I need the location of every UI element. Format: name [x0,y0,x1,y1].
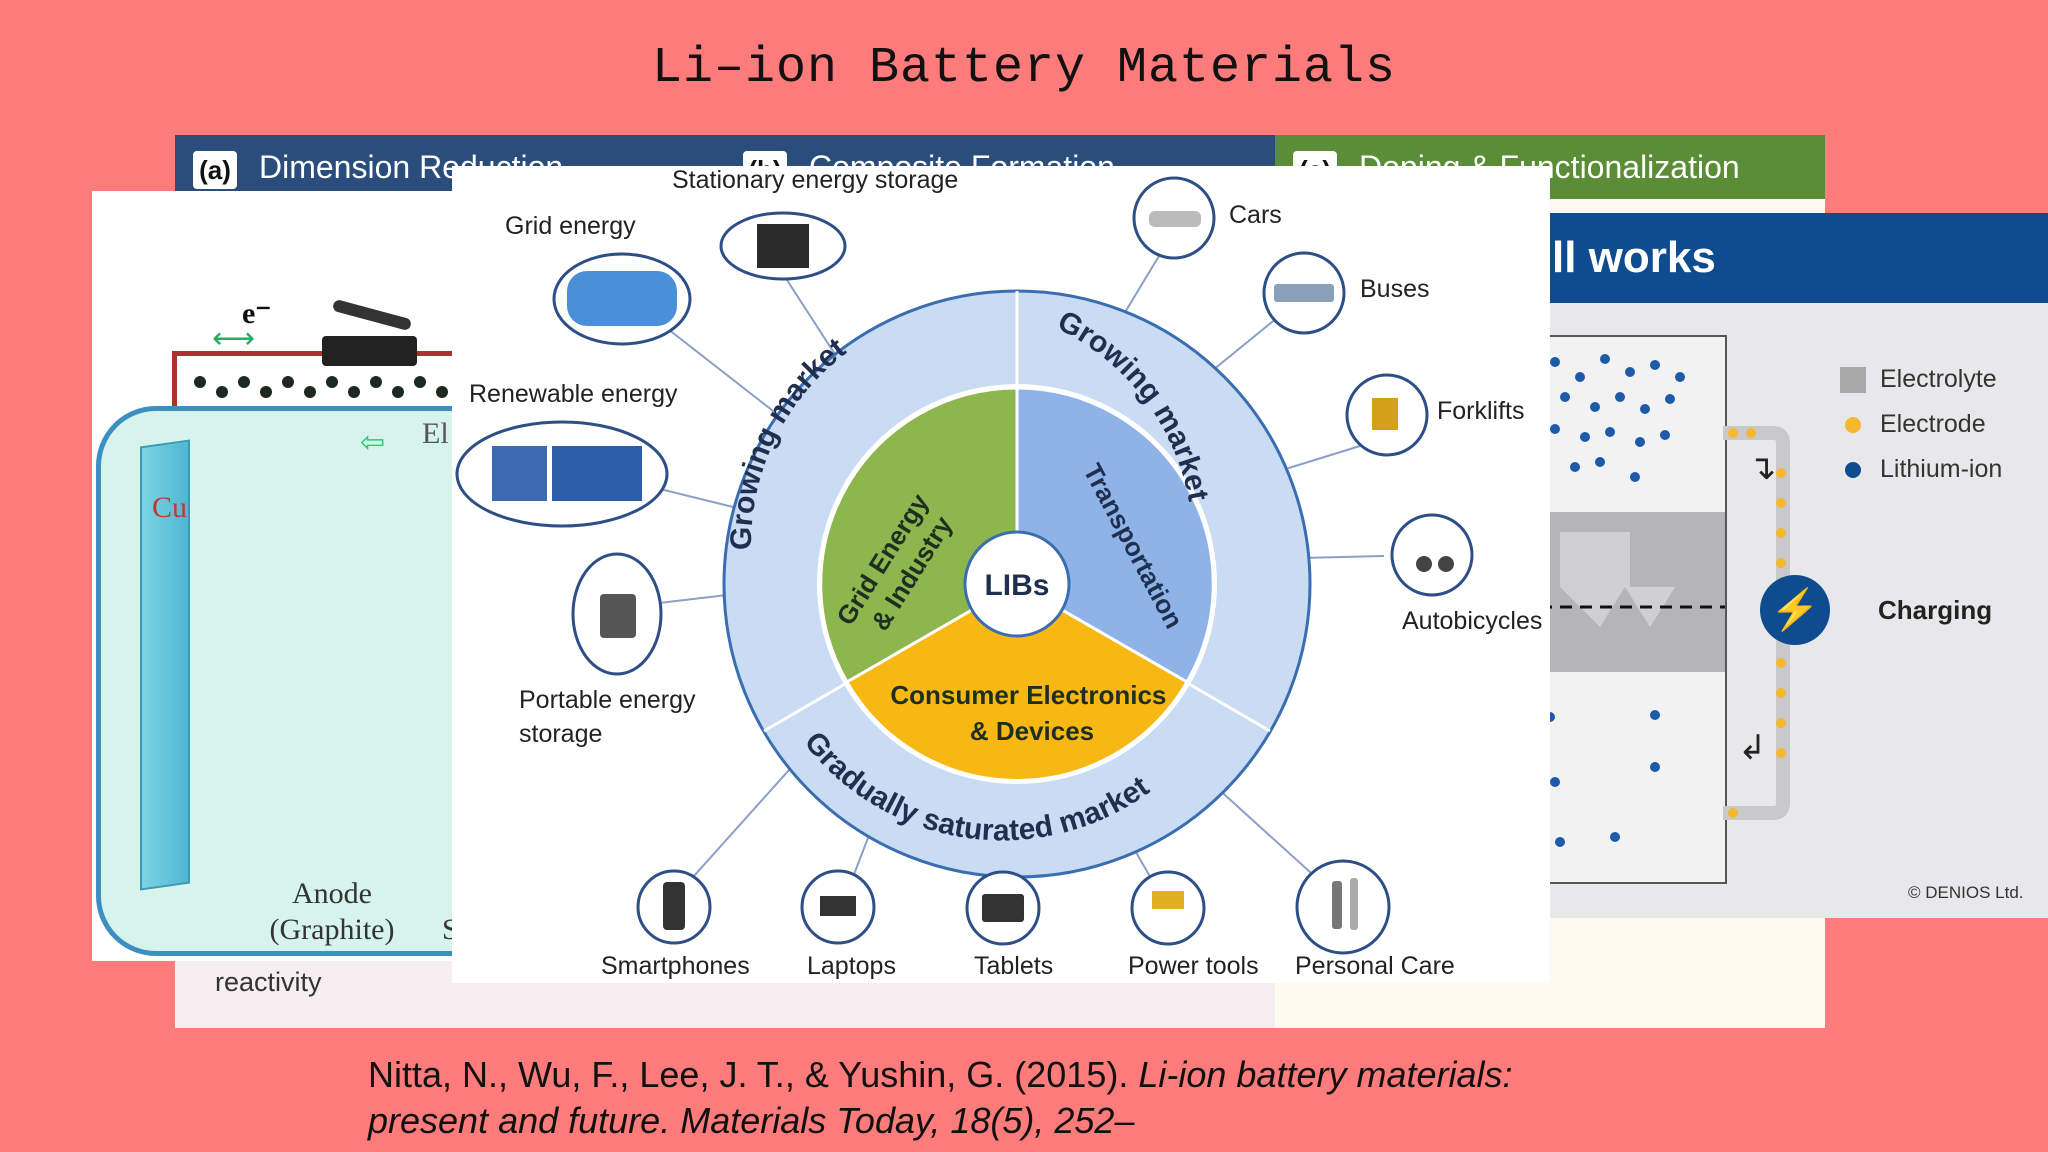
electrolyte-fragment: El [422,417,449,450]
segment-transportation [1015,386,1215,685]
reactivity-text: reactivity [215,967,322,997]
legend-label-electrode: Electrode [1880,410,1986,438]
segment-label-consumer-2: & Devices [970,716,1094,746]
legend-label-lithium-ion: Lithium-ion [1880,455,2003,483]
legend-swatch-electrode [1845,417,1861,434]
legend-swatch-electrolyte [1840,367,1866,394]
copyright-text: © DENIOS Ltd. [1908,883,2024,902]
cell-container [1548,335,1727,884]
segment-grid-energy [819,386,1019,685]
cell-title-bar: ll works [1548,213,2048,303]
label-tablets: Tablets [974,952,1054,980]
svg-text:Consumer Electronics & D: Consumer Electronics & Devices [890,680,1173,746]
anode-label-line2: (Graphite) [269,913,395,946]
segment-consumer-electronics [844,582,1190,782]
libs-center-circle [963,530,1071,638]
citation-title: Li-ion battery materials: [1138,1054,1513,1095]
segment-label-consumer-1: Consumer Electronics [890,680,1166,710]
page-title: Li–ion Battery Materials [651,40,1397,97]
anode-label-line1: Anode [292,877,372,910]
legend-electrode: Electrode [1840,410,1986,439]
scooter-icon [1390,513,1474,597]
down-arrow-icon: ↴ [1748,449,1777,487]
anode-figure: e⁻ ⟷ ⇦ El Cu Anode(Graphite) S [92,191,502,961]
legend-electrolyte: Electrolyte [1840,365,1997,394]
left-arrow-icon: ⇦ [360,426,386,459]
citation-authors: Nitta, N., Wu, F., Lee, J. T., & Yushin,… [368,1054,1139,1095]
return-arrow-icon: ↲ [1738,729,1767,767]
personal-care-icon [1295,859,1391,955]
legend-label-electrolyte: Electrolyte [1880,365,1997,393]
double-arrow-icon: ⟷ [212,322,256,355]
cell-works-figure: ll works ↴ ↲ ⚡ Charging Electrolyte Elec… [1548,213,2048,918]
citation: Nitta, N., Wu, F., Lee, J. T., & Yushin,… [368,1052,1688,1144]
electron-label: e⁻ [242,297,272,330]
label-buses: Buses [1360,275,1430,303]
legend-lithium-ion: Lithium-ion [1840,455,2002,484]
label-laptops: Laptops [807,952,896,980]
switch-icon [322,336,417,366]
label-cars: Cars [1229,201,1282,229]
cu-label: Cu [152,491,188,524]
label-portable-storage: storage [519,720,603,748]
circuit-wire-vertical [172,351,177,456]
label-autobicycles: Autobicycles [1402,607,1543,635]
label-power-tools: Power tools [1128,952,1259,980]
header-a-tag: (a) [193,150,237,189]
lib-market-diagram: Growing market Growing market Gradually … [452,166,1550,983]
label-grid-energy: Grid energy [505,212,636,240]
label-smartphones: Smartphones [601,952,750,980]
lightning-bolt-icon: ⚡ [1760,575,1830,645]
cell-interior [1548,354,1725,847]
diagram-svg: Growing market Growing market Gradually … [455,176,1474,955]
label-personal-care: Personal Care [1295,952,1455,980]
anode-label: Anode(Graphite) [232,876,432,948]
citation-journal: present and future. Materials Today, 18(… [368,1100,1135,1141]
label-portable-energy: Portable energy [519,686,696,714]
label-renewable-energy: Renewable energy [469,380,678,408]
legend-swatch-lithium-ion [1845,462,1861,479]
libs-label: LIBs [984,569,1049,602]
charging-label: Charging [1878,595,1993,625]
label-forklifts: Forklifts [1437,397,1525,425]
label-stationary-energy-storage: Stationary energy storage [672,166,959,194]
